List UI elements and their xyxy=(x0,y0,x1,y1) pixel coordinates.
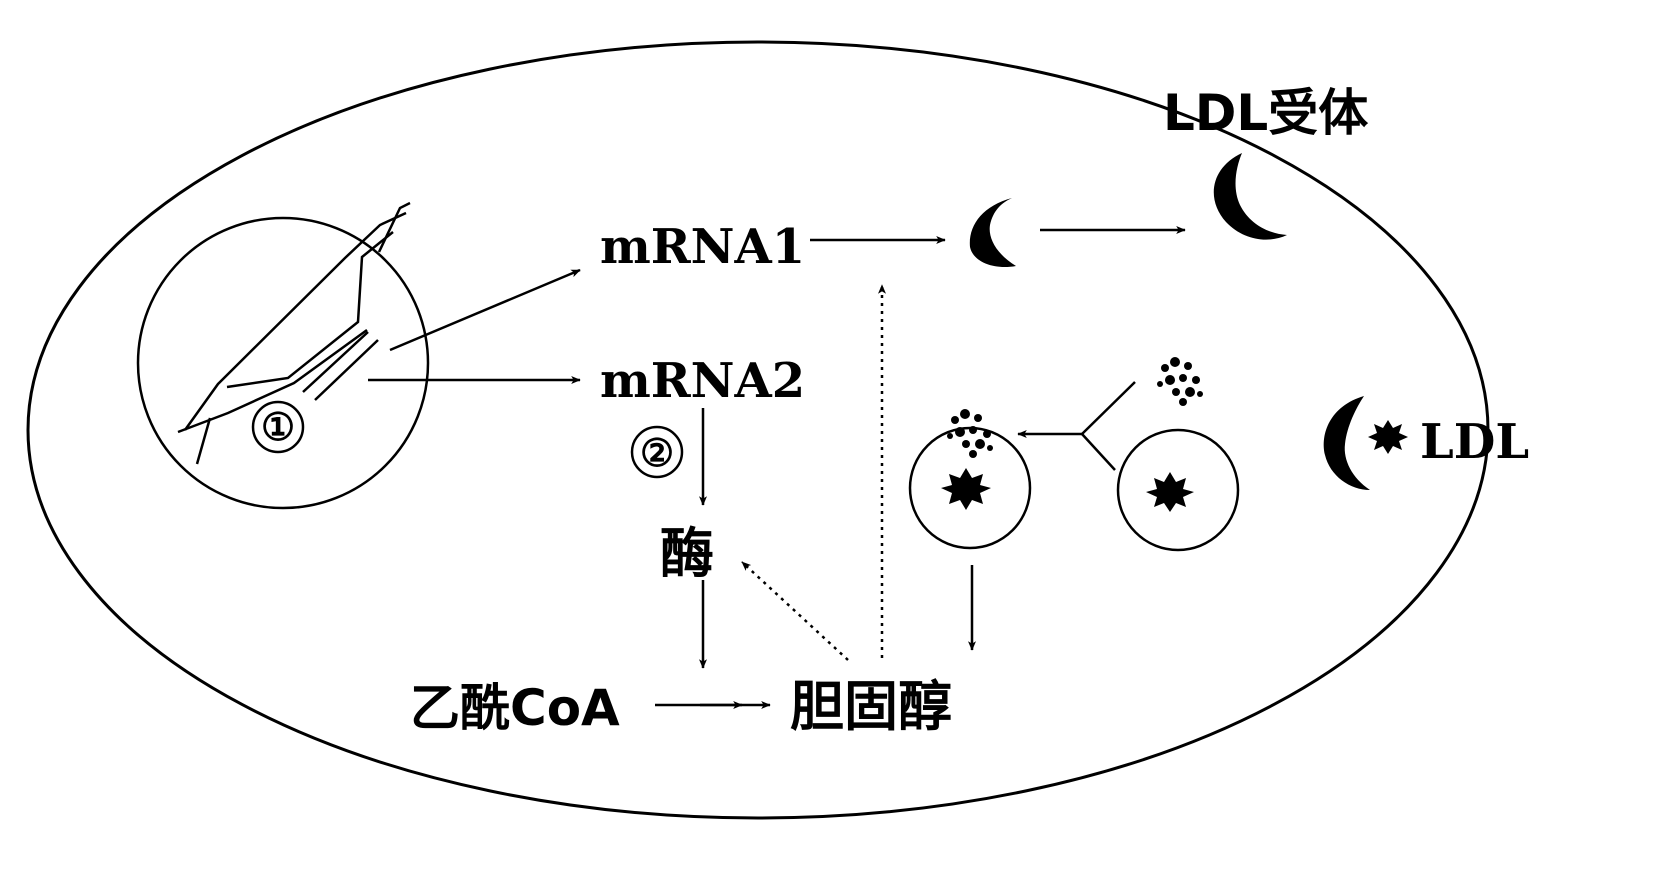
ldl-receptor-icon-inner xyxy=(970,198,1016,267)
degradation-branch-upper xyxy=(1082,382,1135,434)
ldl-particle-icon-left xyxy=(941,468,991,510)
step1-label: ① xyxy=(261,404,295,449)
ldl-label: LDL xyxy=(1420,414,1529,470)
nucleus xyxy=(138,218,428,508)
ldl-fragment-icon-left xyxy=(947,409,993,458)
mrna1-label: mRNA1 xyxy=(600,219,805,275)
cholesterol-label: 胆固醇 xyxy=(790,675,952,738)
ldl-receptor-icon-membrane xyxy=(1214,153,1287,240)
ldl-receptor-label: LDL受体 xyxy=(1163,84,1368,142)
ldl-receptor-icon-bound xyxy=(1324,396,1370,490)
acetyl-coa-label: 乙酰CoA xyxy=(410,679,620,737)
step2-label: ② xyxy=(640,430,674,475)
degradation-branch-lower xyxy=(1082,434,1115,470)
ldl-particle-icon-outer xyxy=(1368,420,1408,454)
cell-membrane xyxy=(28,42,1488,818)
ldl-fragment-icon-upper xyxy=(1157,357,1203,406)
ldl-particle-icon-right xyxy=(1146,472,1194,512)
feedback-arrow-enzyme xyxy=(742,562,848,660)
enzyme-label: 酶 xyxy=(660,522,714,585)
mrna2-label: mRNA2 xyxy=(600,353,805,409)
